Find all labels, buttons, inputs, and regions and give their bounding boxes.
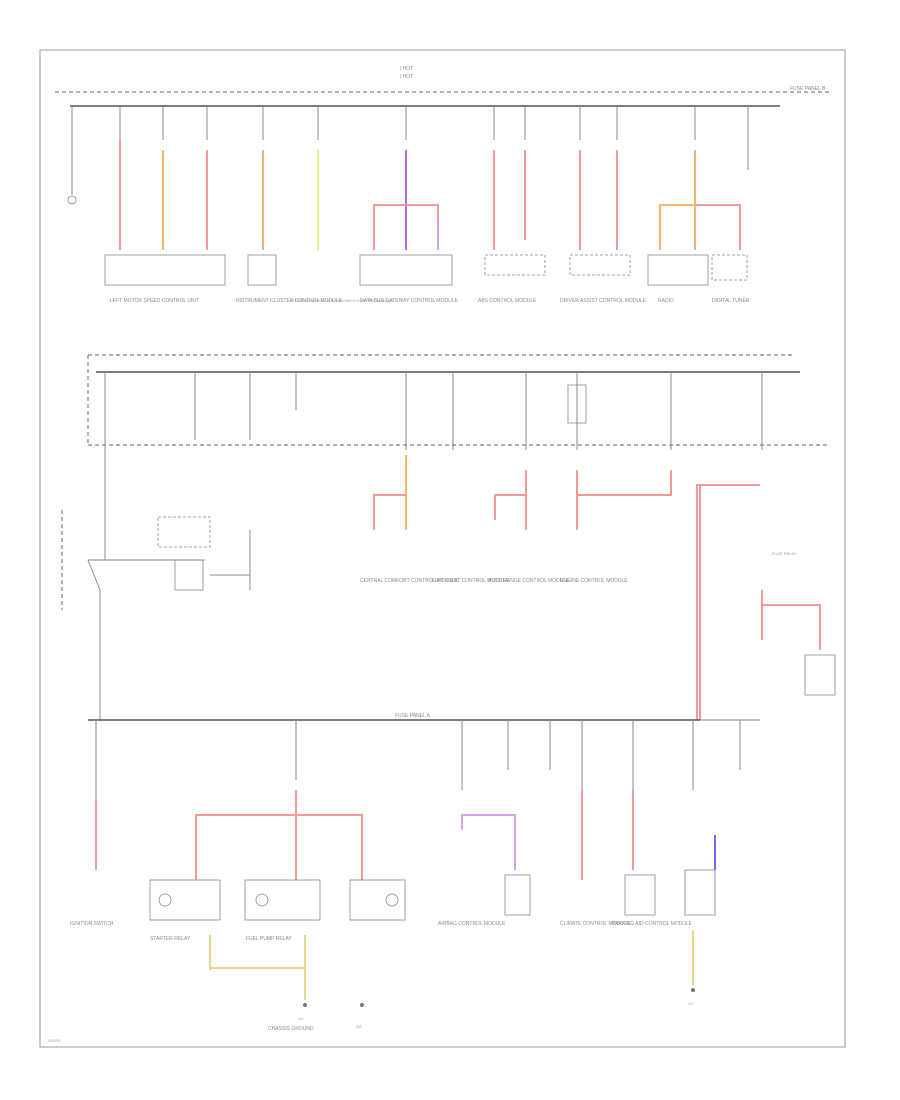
mid-colored-wires <box>373 455 821 720</box>
top-component-6: RADIO <box>658 298 674 304</box>
ground-label-2: G3 <box>688 1001 694 1006</box>
mid-fuse-drops <box>104 372 763 475</box>
header-line-2: | HOT <box>400 74 413 80</box>
bottom-relay-boxes <box>149 869 716 921</box>
footer-code: W1001 <box>48 1038 61 1043</box>
top-component-4: ABS CONTROL MODULE <box>478 298 537 304</box>
diagram-frame <box>39 49 846 1048</box>
top-colored-wires <box>119 140 741 250</box>
bottom-component-3: AIRBAG CONTROL MODULE <box>438 921 506 927</box>
fuse-panel-top-label: FUSE PANEL B <box>790 86 826 92</box>
bottom-component-0: IGNITION SWITCH <box>70 921 114 927</box>
top-component-2: STEERING WHEEL ELECTRONICS CONTROL MODUL… <box>290 298 394 303</box>
mid-component-2: AUTO RANGE CONTROL MODULE <box>488 578 570 584</box>
top-component-0: LEFT MOTOR SPEED CONTROL UNIT <box>110 298 199 304</box>
top-component-7: DIGITAL TUNER <box>712 298 750 304</box>
mid-component-1: LEFT LIGHT CONTROL MODULE <box>432 578 509 584</box>
ground-label-1: G2 <box>356 1024 362 1029</box>
bottom-fuse-drops <box>95 720 741 800</box>
bottom-component-6: CHASSIS GROUND <box>268 1026 314 1032</box>
mid-component-4: FUSE RELAY <box>772 551 797 556</box>
fuse-panel-mid-label: FUSE PANEL A <box>395 713 431 719</box>
bottom-component-5: PARKING AID CONTROL MODULE <box>612 921 693 927</box>
top-fuse-drops <box>67 106 749 205</box>
ground-symbols <box>303 988 695 1007</box>
ground-label-0: G1 <box>298 1016 304 1021</box>
mid-component-3: ENGINE CONTROL MODULE <box>560 578 628 584</box>
header-line-1: | HOT <box>400 66 413 72</box>
bottom-component-2: FUEL PUMP RELAY <box>246 936 292 942</box>
ignition-switch-area <box>61 475 251 720</box>
top-component-5: DRIVER ASSIST CONTROL MODULE <box>560 298 647 304</box>
bottom-component-4: CLIMATE CONTROL MODULE <box>560 921 630 927</box>
mid-component-0: CENTRAL COMFORT CONTROL MODULE <box>360 578 459 584</box>
fuse-relay-box <box>804 654 836 696</box>
top-component-1: INSTRUMENT CLUSTER CONTROL MODULE <box>236 298 343 304</box>
top-module-boxes <box>104 254 748 286</box>
bottom-colored-wires <box>95 790 716 1000</box>
top-component-3: DATA BUS GATEWAY CONTROL MODULE <box>360 298 458 304</box>
bottom-component-1: STARTER RELAY <box>150 936 191 942</box>
